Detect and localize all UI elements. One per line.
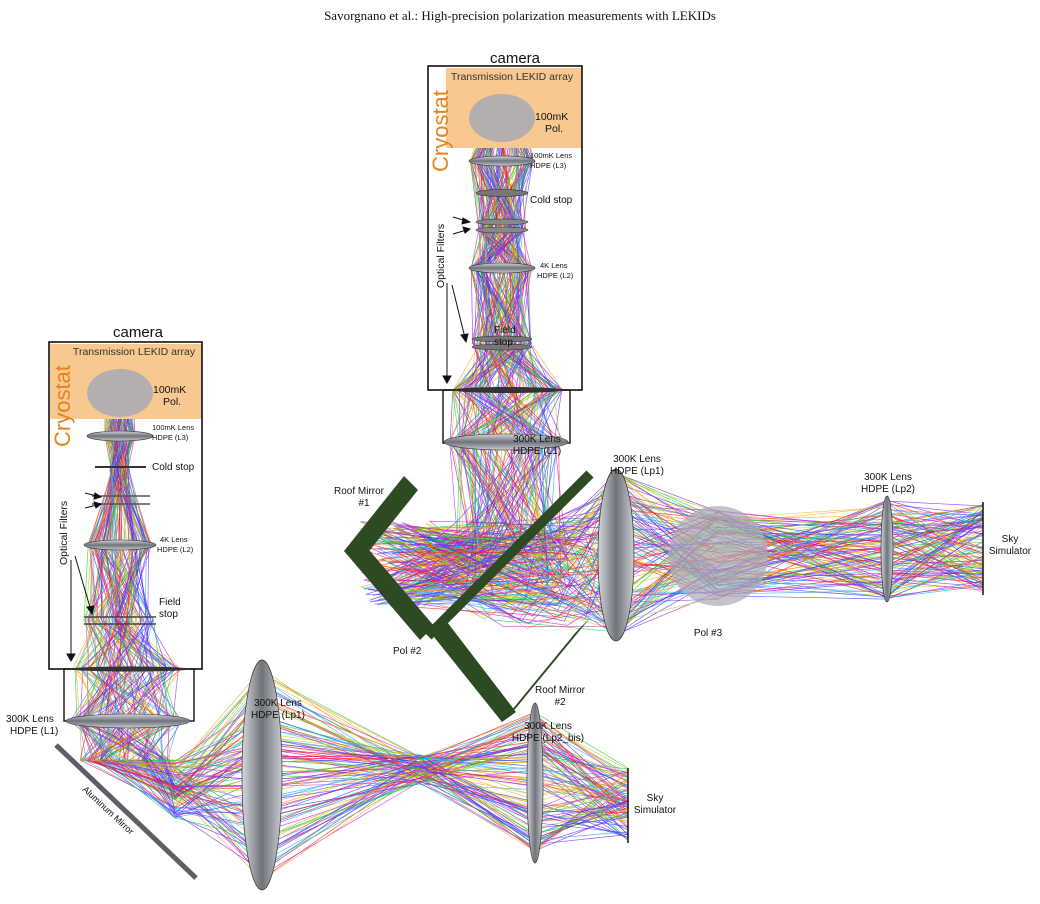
left-array-label: Transmission LEKID array [73,346,196,358]
left-pol-label-1: 100mK [153,384,186,396]
right-l1-label-1: 300K Lens [513,434,561,445]
left-l3-label-2: HDPE (L3) [152,433,189,442]
right-l3-label-2: HDPE (L3) [530,161,567,170]
right-lens-l2 [468,262,536,274]
right-lens-l1 [443,433,569,451]
left-cold-stop-label: Cold stop [152,462,195,473]
left-pol-label-2: Pol. [163,396,181,408]
right-cold-stop-label: Cold stop [530,195,573,206]
left-lp1-label-2: HDPE (Lp1) [251,710,305,721]
right-l1-label-2: HDPE (L1) [513,446,561,457]
right-l2-label-2: HDPE (L2) [537,271,574,280]
right-roof2-label-1: Roof Mirror [535,685,586,696]
right-roof1-label-2: #1 [358,498,370,509]
right-roof-mirror-2-left [430,618,516,722]
left-lens-lp1 [241,659,283,891]
right-field-arrow [451,284,467,343]
right-filters-label: Optical Filters [435,224,447,288]
right-filter-1 [475,218,529,226]
left-window-arrowhead [66,653,76,663]
right-lens-lp2 [880,495,894,603]
right-pol-label-1: 100mK [535,111,568,123]
left-field-label-2: stop [159,609,178,620]
right-pol-label-2: Pol. [545,123,563,135]
left-l2-label-2: HDPE (L2) [157,545,194,554]
right-filter-arrowhead-2 [462,226,472,234]
left-lens-l1 [65,713,191,729]
right-field-arrowhead [460,333,469,344]
right-field-stop-1 [471,335,533,343]
right-window-arrowhead [442,375,452,385]
right-setup: camera Transmission LEKID array Cryostat… [334,50,1032,722]
right-lp2-label-2: HDPE (Lp2) [861,484,915,495]
left-field-label-1: Field [159,597,181,608]
right-ray [377,91,984,571]
left-l1-label-1: 300K Lens [6,714,54,725]
right-lens-lp1 [597,468,635,642]
left-cryostat-label: Cryostat [50,365,75,447]
left-setup: camera Transmission LEKID array Cryostat… [6,324,677,891]
right-ray [378,91,984,574]
right-sky-label-1: Sky [1002,534,1019,545]
left-field-arrowhead [86,605,95,616]
left-field-arrow [74,555,93,615]
right-sky-label-2: Simulator [989,546,1032,557]
right-filter-arrowhead-1 [461,217,472,225]
right-roof2-label-2: #2 [554,697,566,708]
left-lens-lp2bis [526,702,544,864]
left-filters-label: Optical Filters [58,501,70,565]
left-camera-label: camera [113,324,164,341]
right-roof-mirror-1-lower [344,537,434,640]
right-cryostat-label: Cryostat [428,90,453,172]
right-ray [376,91,984,568]
right-lp1-label-2: HDPE (Lp1) [610,466,664,477]
left-lp1-label-1: 300K Lens [254,698,302,709]
left-sky-label-1: Sky [647,793,664,804]
right-roof1-label-1: Roof Mirror [334,486,385,497]
left-sky-label-2: Simulator [634,805,677,816]
right-array-label: Transmission LEKID array [451,71,574,83]
left-l3-label-1: 100mK Lens [152,423,194,432]
right-field-stop-2 [471,343,533,351]
right-pol2-grid [424,470,594,640]
right-roof-mirror-2-right [502,618,590,722]
left-lp2-label-1: 300K Lens [524,721,572,732]
left-l1-label-2: HDPE (L1) [10,726,58,737]
right-camera-label: camera [490,50,541,67]
right-l3-label-1: 100mK Lens [530,151,572,160]
right-lp2-label-1: 300K Lens [864,472,912,483]
right-100mk-polarizer [469,94,535,142]
left-100mk-polarizer [87,369,153,417]
left-l2-label-1: 4K Lens [160,535,188,544]
left-lens-l2 [83,539,157,551]
right-field-label-2: stop [494,337,513,348]
left-lens-l3 [86,430,154,442]
left-filter-arrowhead-1 [93,492,103,500]
right-pol2-label: Pol #2 [393,646,422,657]
right-ray [360,91,984,573]
right-l2-label-1: 4K Lens [540,261,568,270]
page-header: Savorgnano et al.: High-precision polari… [324,8,716,23]
right-lens-l3 [468,155,536,167]
right-pol3-label: Pol #3 [694,628,723,639]
right-field-label-1: Field [494,325,516,336]
right-cold-stop [475,189,529,197]
left-window [70,666,190,672]
right-window [452,387,564,393]
left-aluminum-mirror [54,743,198,880]
right-pol3 [668,506,768,606]
right-filter-2 [475,226,529,234]
left-lp2-label-2: HDPE (Lp2_bis) [512,733,584,744]
right-lp1-label-1: 300K Lens [613,454,661,465]
left-filter-arrowhead-2 [93,501,103,509]
